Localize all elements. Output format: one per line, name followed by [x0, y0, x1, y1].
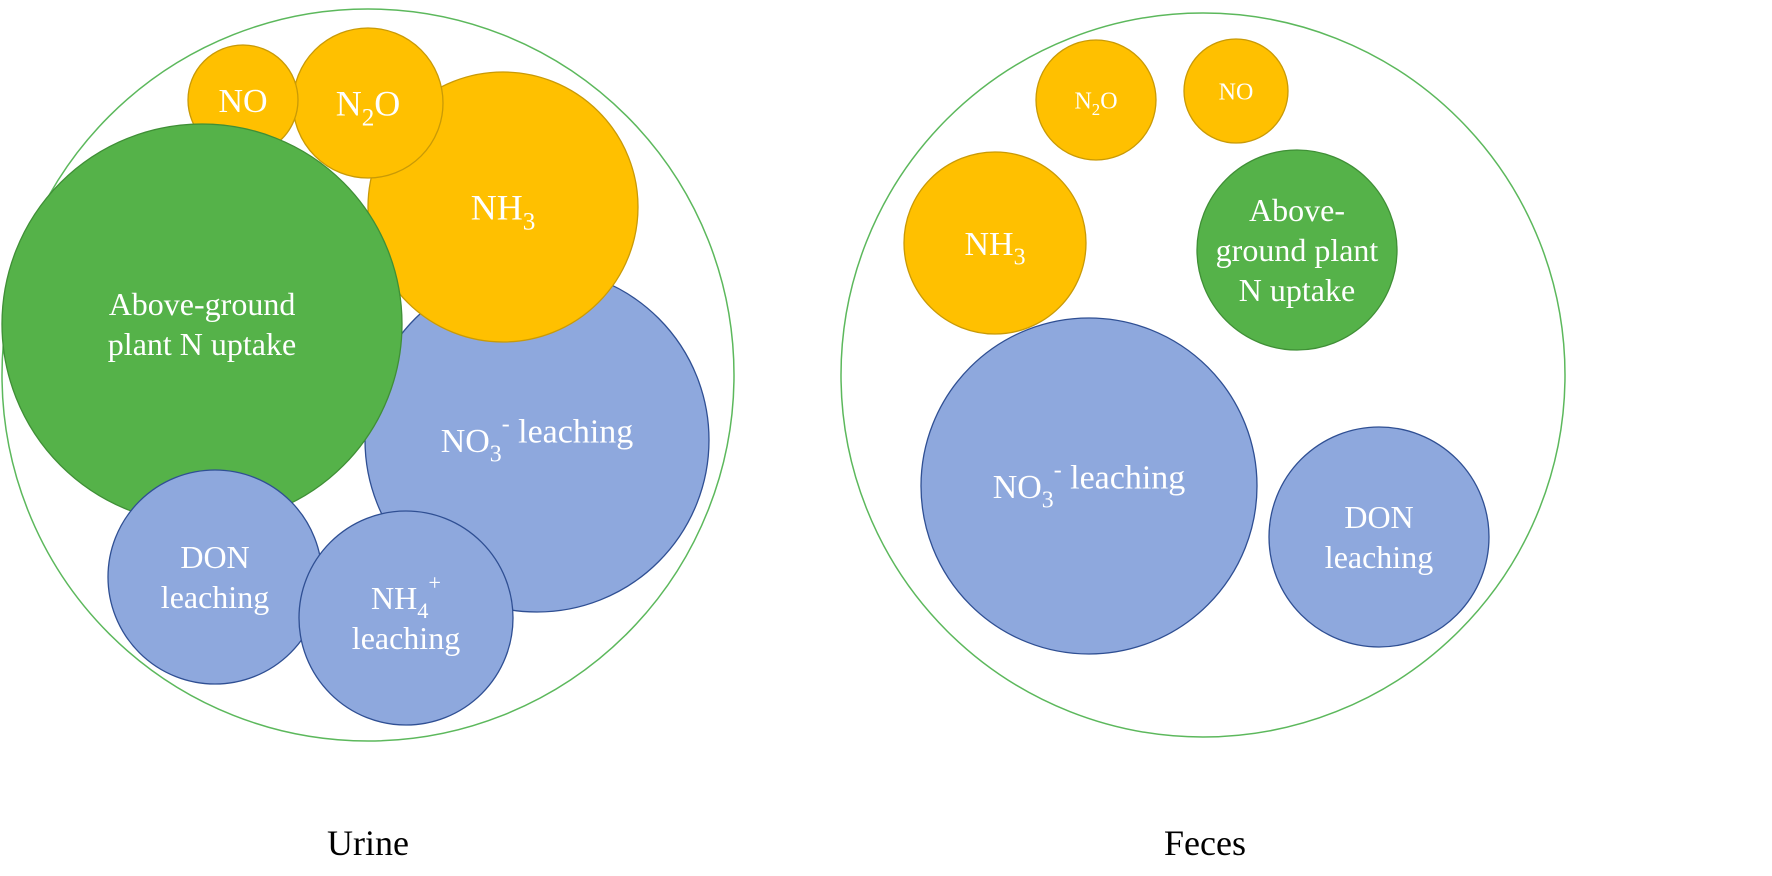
bubble-circle-no3-leaching — [920, 317, 1258, 655]
urine-caption: Urine — [327, 823, 409, 863]
bubble-no3-leaching: NO3- leaching — [920, 317, 1258, 655]
bubble-nh4-leaching: NH4+leaching — [298, 510, 514, 726]
bubble-above-ground-plant-n-uptake: Above-ground plant N uptake — [1, 123, 403, 525]
bubble-circle-above-ground-plant-n-uptake — [1196, 149, 1398, 351]
bubble-label-above-ground-plant-n-uptake: Above- — [1249, 192, 1345, 228]
bubble-circle-don-leaching — [107, 469, 323, 685]
bubble-label-nh3: NH3 — [471, 188, 536, 236]
bubble-don-leaching: DON leaching — [107, 469, 323, 685]
bubble-label-don-leaching: leaching — [1325, 539, 1433, 575]
bubble-nh3: NH3 — [367, 71, 639, 343]
bubble-label-nh4-leaching: NH4+ — [371, 570, 441, 623]
bubble-label-n2o: N2O — [336, 84, 401, 132]
feces-caption: Feces — [1164, 823, 1246, 863]
bubble-label-no: NO — [218, 83, 267, 120]
bubble-label-don-leaching: leaching — [161, 579, 269, 615]
bubble-label-don-leaching: DON — [180, 539, 249, 575]
bubble-n2o: N2O — [1035, 39, 1157, 161]
bubble-circle-above-ground-plant-n-uptake — [1, 123, 403, 525]
bubble-circle-nh3 — [903, 151, 1087, 335]
bubble-circle-don-leaching — [1268, 426, 1490, 648]
bubble-label-nh3: NH3 — [964, 226, 1025, 271]
bubble-don-leaching: DON leaching — [1268, 426, 1490, 648]
bubble-label-nh4-leaching: leaching — [352, 620, 460, 656]
bubble-circle-nh4-leaching — [298, 510, 514, 726]
bubble-circle-no — [1183, 38, 1289, 144]
bubble-circle-n2o — [1035, 39, 1157, 161]
bubble-label-above-ground-plant-n-uptake: N uptake — [1239, 272, 1355, 308]
bubble-label-n2o: N2O — [1074, 88, 1117, 119]
bubble-label-no3-leaching: NO3- leaching — [441, 412, 634, 468]
bubble-nh3: NH3 — [903, 151, 1087, 335]
bubble-circle-nh3 — [367, 71, 639, 343]
bubble-n2o: N2O — [292, 27, 444, 179]
bubble-label-no3-leaching: NO3- leaching — [993, 458, 1186, 514]
bubble-no: NO — [1183, 38, 1289, 144]
bubble-label-above-ground-plant-n-uptake: plant N uptake — [108, 326, 296, 362]
bubble-label-no: NO — [1219, 79, 1254, 105]
bubble-label-above-ground-plant-n-uptake: ground plant — [1216, 232, 1379, 268]
bubble-circle-n2o — [292, 27, 444, 179]
urine-panel: NO3- leaching NH3 N2O NO Above-ground plant N… — [1, 8, 735, 742]
urine-outer-circle — [1, 8, 735, 742]
feces-outer-circle — [840, 12, 1566, 738]
bubble-label-above-ground-plant-n-uptake: Above-ground — [109, 286, 296, 322]
bubble-above-ground-plant-n-uptake: Above-ground plant N uptake — [1196, 149, 1398, 351]
bubble-label-don-leaching: DON — [1344, 499, 1413, 535]
